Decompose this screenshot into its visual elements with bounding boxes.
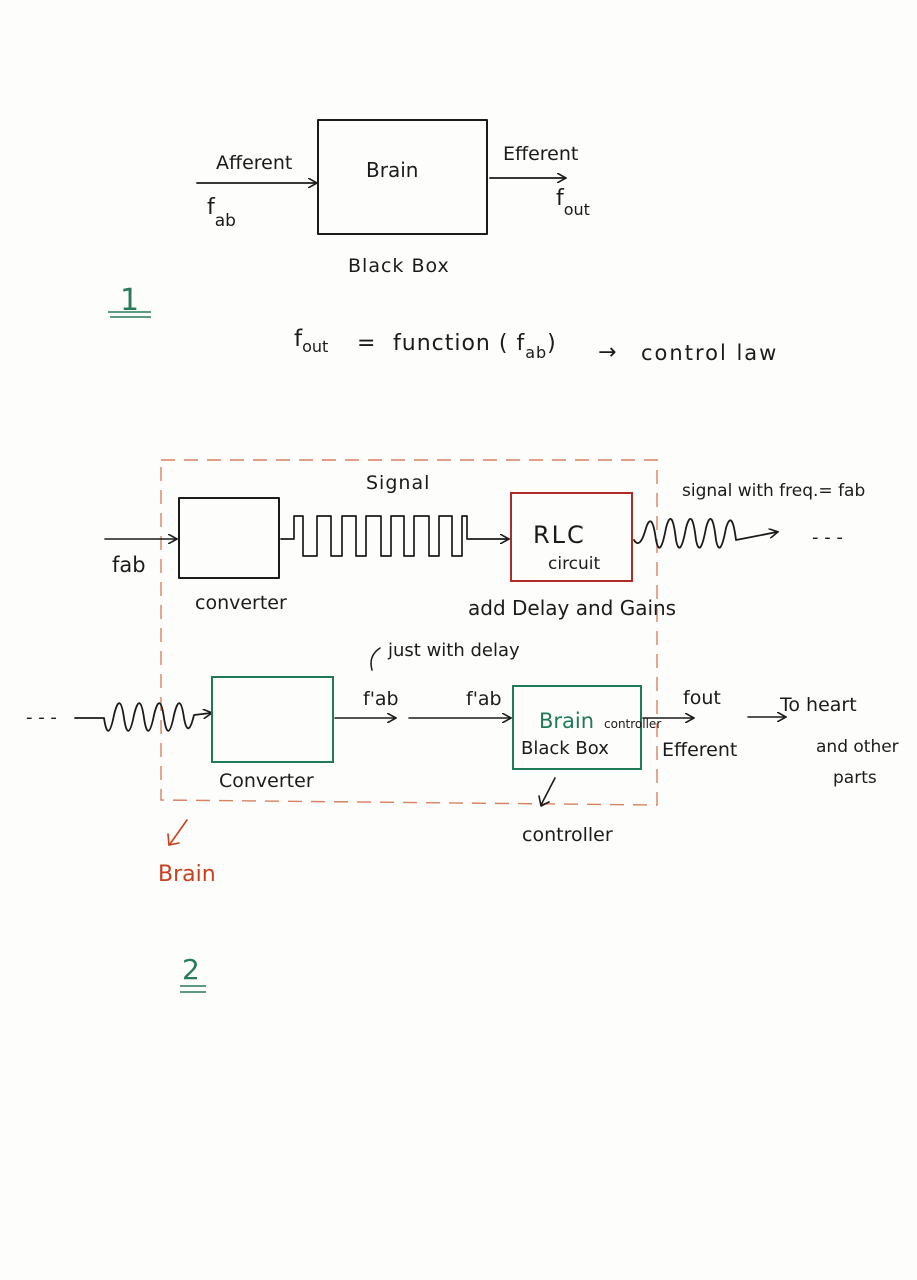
trailing-dashes: - - - [812,527,843,548]
rlc-circuit-box [510,492,633,582]
fout-output-label: fout [556,186,590,219]
output-signal-note: signal with freq.= fab [682,481,865,501]
control-law-equation: fout = function ( fab) → control law [294,326,778,365]
diagram-2: fab converter Signal RLC circuit add Del… [26,459,899,993]
equation-arrow: → [598,340,616,365]
fab-prime-label-1: f'ab [363,688,399,710]
equation-lhs: fout [294,326,328,356]
brain-controller-blackbox: Black Box [521,738,609,759]
brain-label-pointer-head [167,833,180,846]
efferent-label: Efferent [503,143,578,165]
diagram-1: Brain Black Box Afferent fab Efferent fo… [108,119,590,318]
equation-control-law: control law [641,341,778,365]
figure-number-1: 1 [120,283,139,318]
brain-label-pointer [169,819,188,845]
afferent-label: Afferent [216,152,292,174]
figure-number-2: 2 [182,953,200,986]
converter-box-1 [178,497,280,579]
signal-label: Signal [366,472,430,494]
brain-controller-box [512,685,642,770]
parts-label: parts [833,768,877,788]
brain-box-label: Brain [366,158,418,182]
fab-input-label: fab [207,195,236,231]
brain-boundary-dashed [160,459,658,806]
fout-label: fout [683,687,721,709]
and-other-label: and other [816,737,899,757]
brain-controller-title: Brain [539,709,594,733]
brain-controller-small: controller [604,717,661,731]
rlc-note: add Delay and Gains [468,596,676,620]
rlc-circuit-label: circuit [548,554,601,574]
controller-pointer-head [538,795,550,807]
brain-region-label: Brain [158,862,216,887]
converter-label-2: Converter [219,770,314,792]
controller-label: controller [522,824,613,846]
equation-equals: = [357,331,375,356]
black-box-caption: Black Box [348,255,450,277]
rlc-label: RLC [533,521,586,549]
equation-function: function ( fab) [393,331,557,362]
delay-note-pointer [370,647,381,671]
sine-wave-output [633,518,777,549]
converter-label-1: converter [195,592,287,614]
fab-input-label-2: fab [112,553,146,577]
sine-wave-input [74,702,211,732]
leading-dashes: - - - [26,707,57,728]
brain-black-box [317,119,488,235]
efferent-label-2: Efferent [662,739,737,761]
square-wave-signal [280,515,508,557]
delay-note: just with delay [387,640,520,661]
controller-pointer [540,777,556,806]
fab-prime-label-2: f'ab [466,688,502,710]
converter-box-2 [211,676,334,763]
to-heart-label: To heart [779,694,857,716]
